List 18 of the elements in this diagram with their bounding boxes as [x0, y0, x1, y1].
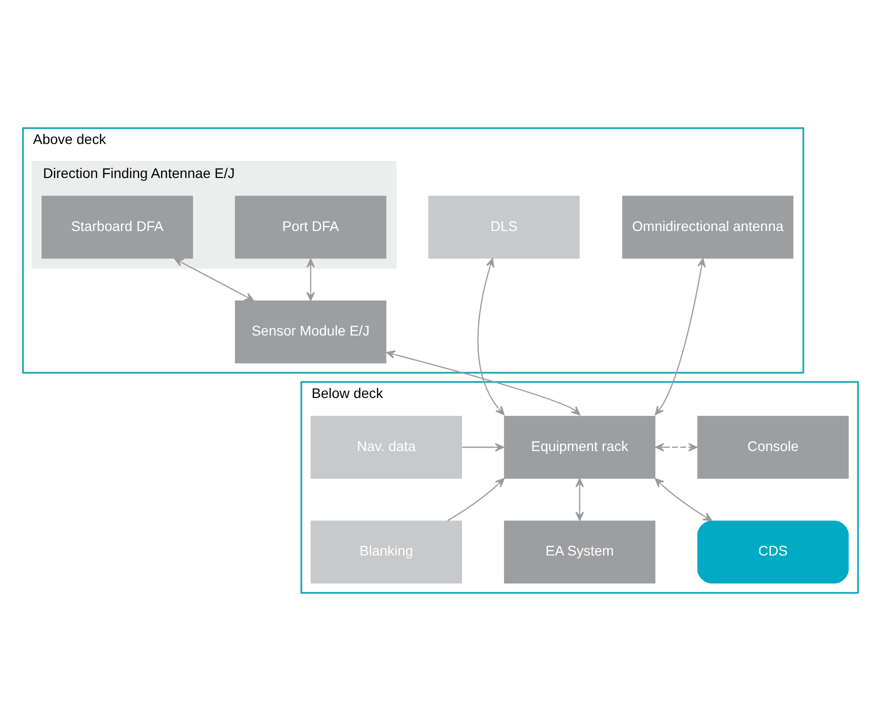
node-box: Sensor Module E/J — [234, 300, 386, 363]
arrow — [654, 478, 712, 521]
node-box: Omnidirectional antenna — [622, 195, 793, 258]
node-box: Starboard DFA — [41, 195, 193, 258]
arrow — [306, 258, 314, 301]
arrow — [386, 350, 580, 415]
node-box: Console — [696, 415, 848, 478]
arrow — [574, 478, 584, 520]
arrow — [654, 258, 706, 415]
arrow — [462, 442, 504, 452]
node-box: Port DFA — [234, 195, 386, 258]
arrow — [446, 478, 504, 521]
arrow — [174, 258, 254, 301]
node-box: Equipment rack — [503, 415, 655, 478]
arrow — [476, 258, 504, 415]
node-box: EA System — [503, 520, 655, 584]
arrow — [654, 442, 697, 452]
node-box: CDS — [696, 520, 848, 584]
